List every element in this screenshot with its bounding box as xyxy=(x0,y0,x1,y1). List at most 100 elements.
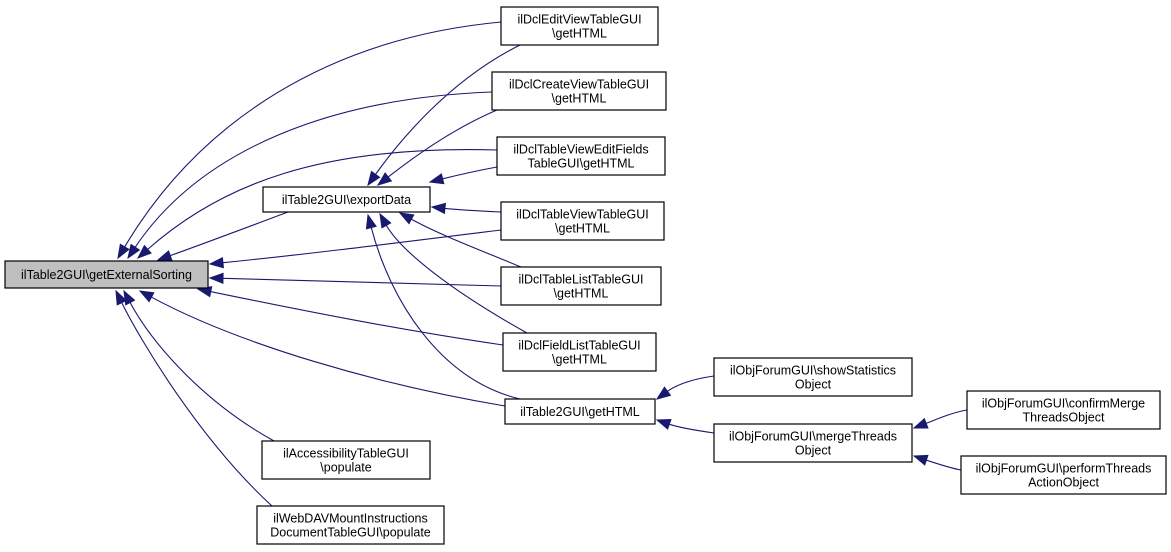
node-dclTableList[interactable]: ilDclTableListTableGUI\getHTML xyxy=(500,266,662,306)
node-label: ilTable2GUI\getHTML xyxy=(520,405,640,419)
node-box xyxy=(960,455,1167,495)
edge-dclTableList-to-getExternalSorting xyxy=(208,272,502,287)
node-label: ilAccessibilityTableGUI xyxy=(283,447,409,461)
node-dclTableView[interactable]: ilDclTableViewTableGUI\getHTML xyxy=(500,201,665,241)
node-label: \getHTML xyxy=(552,27,607,41)
edge-showStatistics-to-table2GetHTML xyxy=(655,375,715,400)
node-table2GetHTML[interactable]: ilTable2GUI\getHTML xyxy=(504,398,656,425)
arrowhead-icon xyxy=(115,289,128,306)
node-label: ilObjForumGUI\performThreads xyxy=(976,462,1152,476)
node-label: ilDclTableViewEditFields xyxy=(513,143,648,157)
node-box xyxy=(491,71,667,111)
edge-mergeThreads-to-table2GetHTML xyxy=(655,419,715,434)
arrowhead-icon xyxy=(138,290,155,303)
edge-dclFieldList-to-getExternalSorting xyxy=(196,286,504,346)
node-box xyxy=(713,357,913,397)
arrowhead-icon xyxy=(912,417,929,429)
edge-line xyxy=(387,109,498,179)
edge-line xyxy=(385,224,528,334)
arrowhead-icon xyxy=(123,289,136,306)
arrowhead-icon xyxy=(912,454,929,466)
node-dclCreateView[interactable]: ilDclCreateViewTableGUI\getHTML xyxy=(491,71,667,111)
node-dclEditView[interactable]: ilDclEditViewTableGUI\getHTML xyxy=(500,6,659,46)
node-label: ilDclFieldListTableGUI xyxy=(518,339,640,353)
node-box xyxy=(262,186,431,213)
node-webdav[interactable]: ilWebDAVMountInstructionsDocumentTableGU… xyxy=(256,505,445,545)
edge-exportData-to-getExternalSorting xyxy=(156,211,289,261)
node-box xyxy=(496,136,666,176)
edge-dclEditView-to-getExternalSorting xyxy=(117,21,502,260)
arrowhead-icon xyxy=(208,272,224,285)
edge-line xyxy=(169,211,289,257)
arrowhead-icon xyxy=(136,244,152,259)
node-label: ilObjForumGUI\mergeThreads xyxy=(729,430,897,444)
arrowhead-icon xyxy=(430,202,447,215)
edge-line xyxy=(134,91,493,249)
edge-performThreads-to-mergeThreads xyxy=(912,454,962,471)
edge-line xyxy=(443,207,502,213)
node-box xyxy=(256,505,445,545)
node-box xyxy=(4,260,209,289)
edge-line xyxy=(129,301,275,442)
arrowhead-icon xyxy=(379,212,392,229)
node-dclFieldList[interactable]: ilDclFieldListTableGUI\getHTML xyxy=(502,332,657,372)
arrowhead-icon xyxy=(117,243,130,260)
arrowhead-icon xyxy=(367,170,381,187)
node-box xyxy=(500,6,659,46)
node-label: ilObjForumGUI\showStatistics xyxy=(730,364,896,378)
node-exportData[interactable]: ilTable2GUI\exportData xyxy=(262,186,431,213)
edge-table2GetHTML-to-exportData xyxy=(365,213,521,400)
node-label: ilDclEditViewTableGUI xyxy=(517,13,641,27)
edge-line xyxy=(925,409,968,425)
node-label: ActionObject xyxy=(1028,476,1099,490)
edge-line xyxy=(209,290,504,346)
node-label: TableGUI\getHTML xyxy=(528,157,635,171)
edge-line xyxy=(925,459,962,471)
edge-line xyxy=(410,218,522,268)
edge-line xyxy=(150,296,506,407)
edge-confirmMerge-to-mergeThreads xyxy=(912,409,968,429)
node-label: \getHTML xyxy=(552,92,607,106)
node-box xyxy=(502,332,657,372)
node-label: ilWebDAVMountInstructions xyxy=(273,512,427,526)
node-label: \populate xyxy=(320,461,371,475)
edge-dclTableViewEditFields-to-exportData xyxy=(428,166,498,185)
edge-accessibility-to-getExternalSorting xyxy=(123,289,275,442)
node-label: DocumentTableGUI\populate xyxy=(270,526,431,540)
edge-line xyxy=(370,226,521,400)
edge-line xyxy=(374,44,521,176)
node-label: ilDclTableViewTableGUI xyxy=(516,208,648,222)
node-label: \getHTML xyxy=(552,353,607,367)
edge-table2GetHTML-to-getExternalSorting xyxy=(138,290,506,407)
edge-dclTableList-to-exportData xyxy=(398,212,522,268)
edge-dclTableView-to-exportData xyxy=(430,202,502,215)
node-box xyxy=(500,201,665,241)
node-box xyxy=(713,423,913,463)
node-label: ilDclCreateViewTableGUI xyxy=(509,78,649,92)
node-label: ilObjForumGUI\confirmMerge xyxy=(982,397,1145,411)
edge-line xyxy=(221,229,502,264)
node-label: \getHTML xyxy=(555,222,610,236)
node-label: ilTable2GUI\exportData xyxy=(282,193,411,207)
arrowhead-icon xyxy=(655,386,672,400)
arrowhead-icon xyxy=(655,419,672,430)
node-accessibility[interactable]: ilAccessibilityTableGUI\populate xyxy=(261,440,431,480)
node-label: Object xyxy=(795,444,832,458)
edge-line xyxy=(120,301,273,507)
arrowhead-icon xyxy=(127,243,141,260)
node-getExternalSorting[interactable]: ilTable2GUI\getExternalSorting xyxy=(4,260,209,289)
arrowhead-icon xyxy=(376,172,393,186)
node-box xyxy=(966,390,1161,430)
edge-line xyxy=(441,166,498,180)
edge-dclCreateView-to-exportData xyxy=(376,109,498,186)
edge-dclTableViewEditFields-to-getExternalSorting xyxy=(136,149,498,259)
arrowhead-icon xyxy=(156,250,173,261)
edge-webdav-to-getExternalSorting xyxy=(115,289,273,507)
node-label: ilTable2GUI\getExternalSorting xyxy=(21,268,192,282)
edge-dclEditView-to-exportData xyxy=(367,44,521,187)
